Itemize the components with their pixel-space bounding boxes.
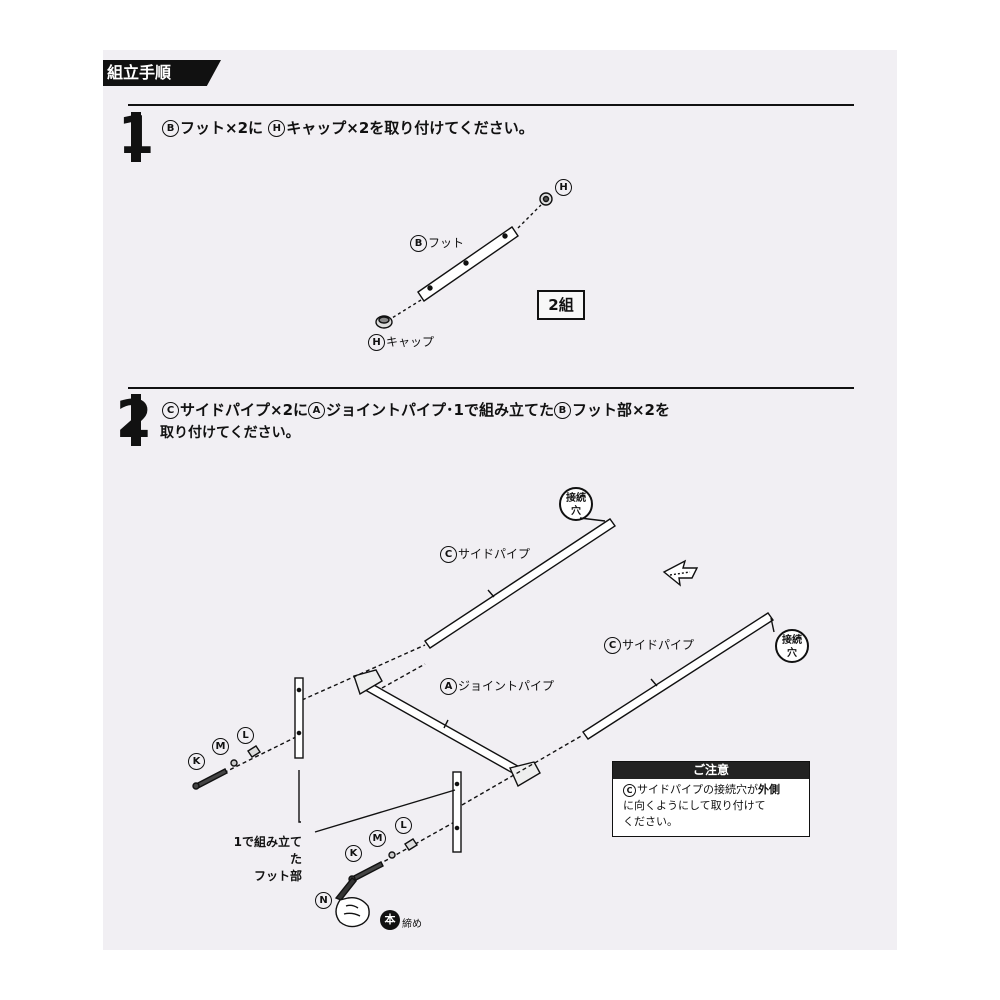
bolt-1 bbox=[192, 768, 228, 790]
step2-bar bbox=[131, 394, 141, 446]
connection-hole-badge-2: 接続 穴 bbox=[775, 629, 809, 663]
side-pipe-1 bbox=[424, 518, 616, 649]
two-sets-box: 2組 bbox=[537, 290, 585, 320]
nut-1 bbox=[247, 745, 261, 758]
connection-hole-badge-1: 接続 穴 bbox=[559, 487, 593, 521]
cap-top bbox=[539, 192, 553, 206]
step2-rule bbox=[128, 387, 854, 389]
hardware-m-marker-1: M bbox=[212, 738, 229, 755]
cap-leader-top bbox=[517, 204, 542, 229]
nut-2 bbox=[404, 838, 418, 851]
side-pipe-2 bbox=[582, 612, 774, 740]
step2-instruction-line2: 取り付けてください。 bbox=[160, 425, 300, 441]
foot-tube bbox=[417, 226, 519, 302]
assembly-procedure-header: 組立手順 bbox=[103, 60, 221, 86]
hardware-m-marker-2: M bbox=[369, 830, 386, 847]
joint-pipe bbox=[353, 669, 541, 788]
washer-2 bbox=[388, 851, 396, 859]
cap-leader-bottom bbox=[391, 299, 422, 319]
step1-rule bbox=[128, 104, 854, 106]
tighten-text: 締め bbox=[402, 919, 422, 930]
hardware-k-marker-1: K bbox=[188, 753, 205, 770]
cap-top-label: H bbox=[555, 179, 573, 196]
caution-note-title: ご注意 bbox=[613, 762, 809, 779]
tighten-badge: 本 bbox=[380, 910, 400, 930]
direction-arrow-icon bbox=[662, 559, 699, 587]
step1-bar bbox=[131, 112, 141, 162]
hardware-n-marker: N bbox=[315, 892, 332, 909]
hardware-l-marker-1: L bbox=[237, 727, 254, 744]
hardware-l-marker-2: L bbox=[395, 817, 412, 834]
cap-bottom bbox=[375, 315, 393, 329]
foot-assembly-1 bbox=[294, 677, 304, 759]
washer-1 bbox=[230, 759, 238, 767]
part-h-marker: H bbox=[268, 120, 286, 137]
hand-icon bbox=[335, 896, 370, 928]
part-b-marker: B bbox=[162, 120, 179, 137]
foot-assembly-2 bbox=[452, 771, 462, 853]
foot-assembly-label: 1で組み立てた フット部 bbox=[233, 835, 302, 883]
hex-wrench bbox=[334, 877, 357, 901]
hardware-k-marker-2: K bbox=[345, 845, 362, 862]
